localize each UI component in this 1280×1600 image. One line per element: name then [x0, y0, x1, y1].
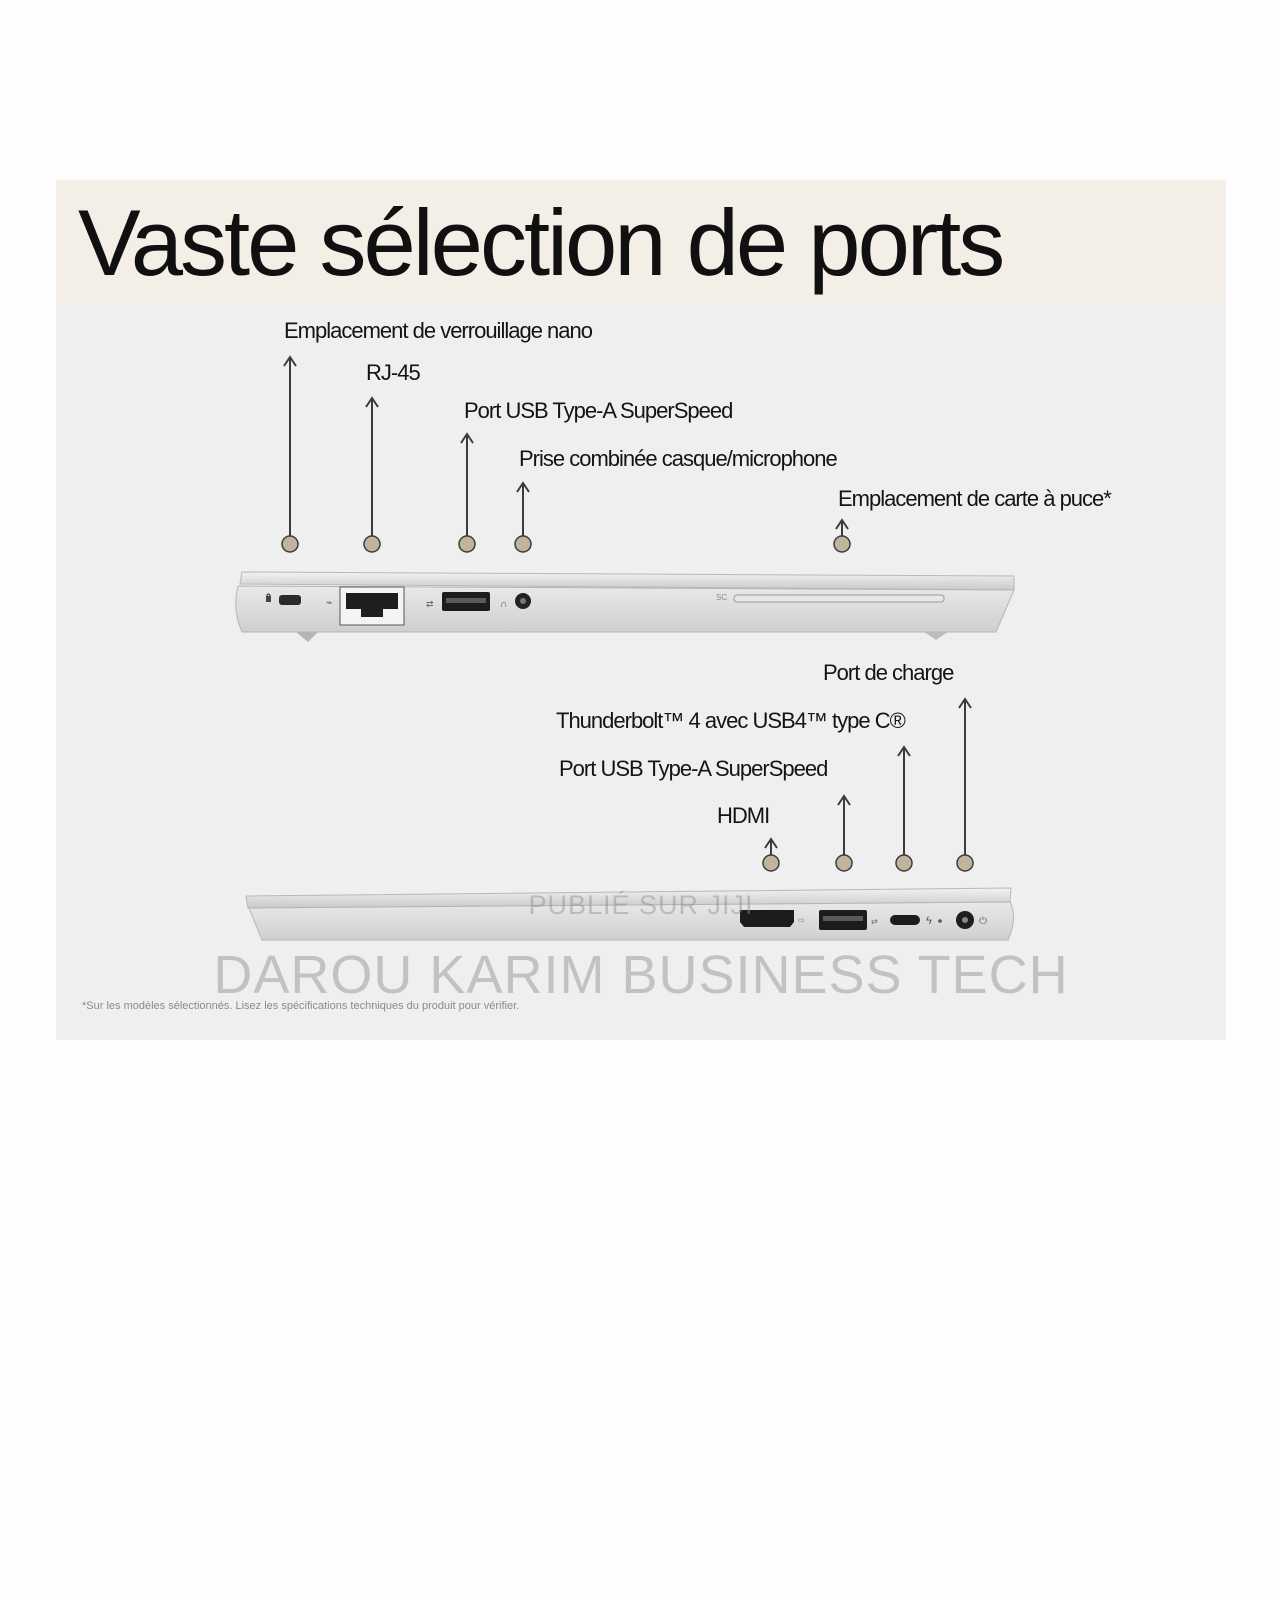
label-audio-jack: Prise combinée casque/microphone: [519, 446, 838, 471]
label-rj45: RJ-45: [366, 360, 421, 385]
thunderbolt-port: [890, 915, 920, 925]
label-charging-port: Port de charge: [823, 660, 954, 685]
hdmi-icon: ▭: [798, 917, 805, 924]
lock-icon: [266, 593, 271, 602]
laptop-illustration: ⌁ ⇄ ∩ SC: [235, 355, 1015, 941]
footnote: *Sur les modèles sélectionnés. Lisez les…: [82, 1000, 520, 1012]
page-title: Vaste sélection de ports: [78, 190, 1005, 295]
laptop-left-side: ⌁ ⇄ ∩ SC: [235, 571, 1015, 642]
label-usb-a-bottom: Port USB Type-A SuperSpeed: [559, 756, 828, 781]
callout-markers-top: [281, 535, 851, 553]
label-nano-lock-slot: Emplacement de verrouillage nano: [284, 318, 593, 343]
hdmi-port: [740, 910, 794, 927]
label-usb-a-top: Port USB Type-A SuperSpeed: [464, 398, 733, 423]
smart-card-slot: [733, 594, 945, 603]
label-hdmi: HDMI: [717, 803, 770, 828]
rj45-port: [339, 586, 405, 626]
callout-lines-top: [283, 355, 849, 536]
usb-icon-bottom: ⇄: [871, 917, 878, 926]
label-smart-card-slot: Emplacement de carte à puce*: [838, 486, 1112, 511]
label-thunderbolt: Thunderbolt™ 4 avec USB4™ type C®: [556, 708, 906, 733]
smart-card-marking: SC: [716, 593, 727, 602]
callout-lines-bottom: [764, 697, 972, 856]
watermark-seller: DAROU KARIM BUSINESS TECH: [213, 945, 1069, 1005]
watermark-jiji: PUBLIÉ SUR JIJI: [528, 890, 754, 920]
ports-infographic: Vaste sélection de ports Emplacement de …: [56, 180, 1226, 1040]
title-banner: Vaste sélection de ports: [56, 180, 1226, 302]
thunderbolt-icon: ϟ: [926, 915, 932, 927]
nano-lock-slot: [279, 595, 301, 605]
callout-markers-bottom: [762, 854, 974, 872]
network-icon: ⌁: [326, 597, 333, 609]
power-icon: ⏻: [979, 916, 987, 927]
usb-icon: ⇄: [426, 599, 434, 609]
headset-icon: ∩: [500, 599, 507, 610]
laptop-right-side: ▭ ⇄ ϟ ⏻: [245, 887, 1014, 941]
